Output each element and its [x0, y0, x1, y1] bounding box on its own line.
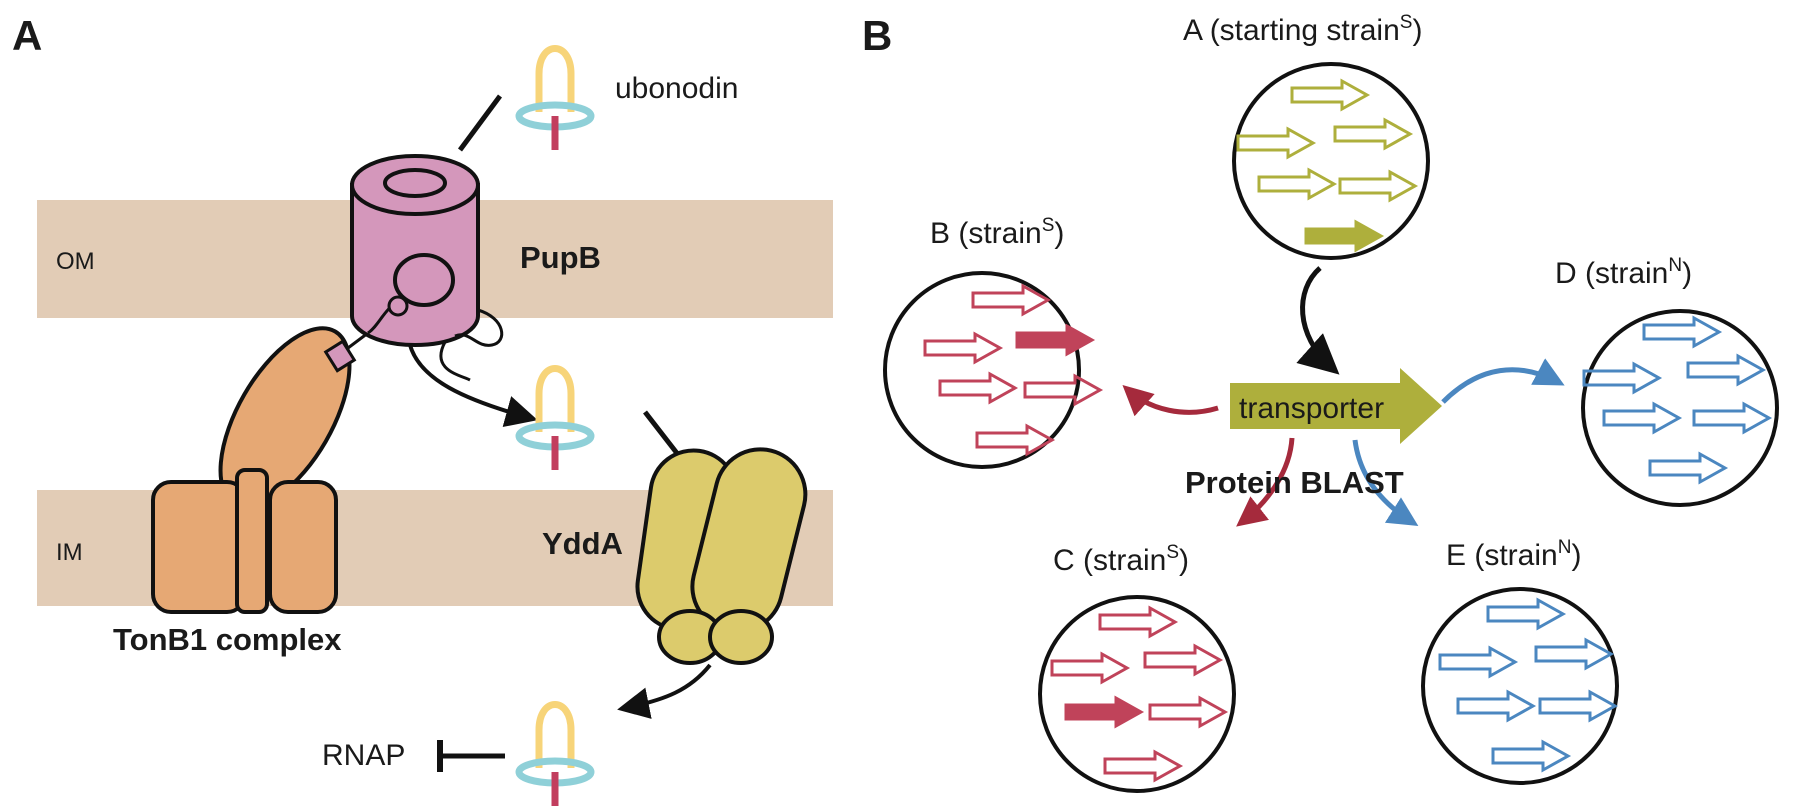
export-arrow [617, 663, 712, 719]
ubonodin-outside [457, 49, 591, 151]
ubonodin-cytoplasm [519, 705, 591, 807]
node-a-label: A (starting strainS) [1183, 12, 1422, 47]
transporter-label: transporter [1239, 392, 1384, 425]
arrow-to-c [1236, 437, 1295, 527]
pupb-barrel [350, 154, 504, 382]
ubonodin-periplasm [519, 369, 591, 471]
tonb1-complex [151, 326, 369, 614]
arrow-a-to-transporter [1296, 266, 1340, 375]
import-arrow [408, 344, 538, 428]
transporter-arrow [1230, 368, 1442, 444]
node-e-label: E (strainN) [1446, 537, 1581, 572]
om-label: OM [56, 248, 95, 275]
yddA-label: YddA [542, 526, 623, 561]
pupb-label: PupB [520, 240, 601, 275]
panel-b: B A (starting strainS) B (strainS) C (st… [862, 12, 1779, 793]
arrow-to-e [1352, 439, 1419, 526]
tonb1-label: TonB1 complex [113, 622, 342, 657]
node-d-label: D (strainN) [1555, 255, 1692, 290]
arrow-to-d [1441, 358, 1565, 404]
node-c-circle [1038, 595, 1236, 793]
panel-a: A OM IM ubonodin TonB1 complex [12, 12, 833, 806]
node-e-circle [1421, 587, 1619, 785]
rnap-label: RNAP [322, 739, 405, 772]
node-d-circle [1581, 309, 1779, 507]
panel-b-letter: B [862, 12, 892, 59]
node-b-circle [883, 271, 1081, 469]
node-c-label: C (strainS) [1053, 542, 1189, 577]
inhibition-symbol [437, 740, 505, 772]
yddA-transporter [635, 447, 808, 665]
panel-a-letter: A [12, 12, 42, 59]
im-label: IM [56, 539, 83, 566]
ubonodin-label: ubonodin [615, 72, 738, 105]
protein-blast-label: Protein BLAST [1185, 465, 1404, 500]
node-a-circle [1232, 62, 1430, 260]
arrow-to-b [1122, 384, 1219, 417]
node-b-label: B (strainS) [930, 215, 1064, 250]
